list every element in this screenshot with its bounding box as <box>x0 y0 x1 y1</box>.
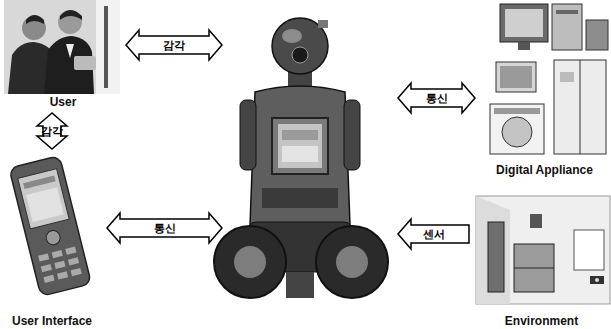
washer-panel <box>494 108 540 114</box>
block-arrow <box>107 213 222 243</box>
monitor <box>500 4 548 42</box>
robot-screen <box>278 124 322 168</box>
diagram-node: User Interface <box>0 152 104 329</box>
monitor-stand <box>518 42 530 50</box>
phone-key <box>43 275 54 283</box>
screen-content <box>26 187 64 222</box>
diagram-node: User <box>3 0 123 110</box>
robot-panel <box>262 188 338 208</box>
phone-screen <box>18 169 69 229</box>
block-arrow <box>126 30 222 60</box>
photo-wall <box>96 0 120 94</box>
drive-slot <box>556 10 578 14</box>
cabinet <box>514 244 554 292</box>
cabinet <box>488 222 504 292</box>
appliances <box>490 4 608 154</box>
node-caption: Environment <box>503 314 580 328</box>
robot-head <box>272 18 328 74</box>
screen-bar <box>23 176 56 190</box>
phone <box>9 156 91 297</box>
tv <box>496 62 536 92</box>
monitor-screen <box>505 9 543 37</box>
diagram-node: Digital Appliance <box>478 0 611 178</box>
person-hair <box>26 15 44 24</box>
robot-screen-frame <box>272 118 328 174</box>
node-caption: User Interface <box>10 314 94 328</box>
robot <box>214 18 388 298</box>
block-arrow <box>37 113 67 149</box>
robot-caster <box>286 272 314 298</box>
door-handle <box>530 214 542 228</box>
robot-body <box>250 86 350 230</box>
arrow-label: 센서 <box>423 228 445 241</box>
phone-key <box>65 247 76 255</box>
robot-arm <box>344 100 360 170</box>
arrow-label: 통신 <box>154 222 176 235</box>
robot-wheel <box>316 226 388 298</box>
node-caption: User <box>48 95 79 109</box>
speaker <box>586 20 608 50</box>
screen-item <box>282 130 318 140</box>
robot-sensor <box>318 20 328 28</box>
diagram-node: Environment <box>472 192 611 329</box>
node-caption: Digital Appliance <box>494 163 595 177</box>
held-device <box>74 56 96 70</box>
arrow-label: 감각 <box>163 39 185 52</box>
washer-door <box>502 117 532 147</box>
environment <box>476 196 610 304</box>
room-wall <box>476 196 510 304</box>
phone-body <box>9 156 91 297</box>
arrow-label: 통신 <box>426 92 448 105</box>
phone-key <box>71 268 82 276</box>
fridge <box>554 60 606 154</box>
drawer-line <box>514 268 554 269</box>
phone-key <box>41 264 52 272</box>
phone-button <box>45 229 62 246</box>
sensor-light <box>595 278 599 282</box>
robot-arm <box>240 100 256 170</box>
wheel-hub <box>234 246 266 278</box>
window <box>574 230 604 270</box>
room <box>476 196 610 304</box>
photo-strip <box>104 6 108 88</box>
phone-key <box>54 261 65 269</box>
phone-key <box>52 250 63 258</box>
diagram-node <box>225 12 395 312</box>
person-head <box>22 16 46 40</box>
arrow-label: 감각 <box>41 125 63 138</box>
phone-key <box>57 271 68 279</box>
sensor-box <box>590 276 604 284</box>
photo-background <box>4 0 120 94</box>
phone-key <box>38 253 49 261</box>
block-arrow <box>398 83 475 113</box>
shirt <box>66 44 74 58</box>
person-hair <box>60 10 82 20</box>
person-head <box>58 10 82 34</box>
head-highlight <box>282 29 302 43</box>
block-arrow <box>398 219 469 249</box>
fridge-door <box>580 60 581 154</box>
washer <box>490 104 544 154</box>
pc-tower <box>552 4 582 50</box>
robot-wheel <box>214 226 286 298</box>
tv-screen <box>500 66 532 88</box>
phone-key <box>68 257 79 265</box>
wheel-hub <box>336 246 368 278</box>
robot-camera <box>292 47 308 63</box>
screen-item <box>282 146 318 162</box>
user-photo <box>4 0 120 94</box>
fridge-panel <box>560 72 574 82</box>
